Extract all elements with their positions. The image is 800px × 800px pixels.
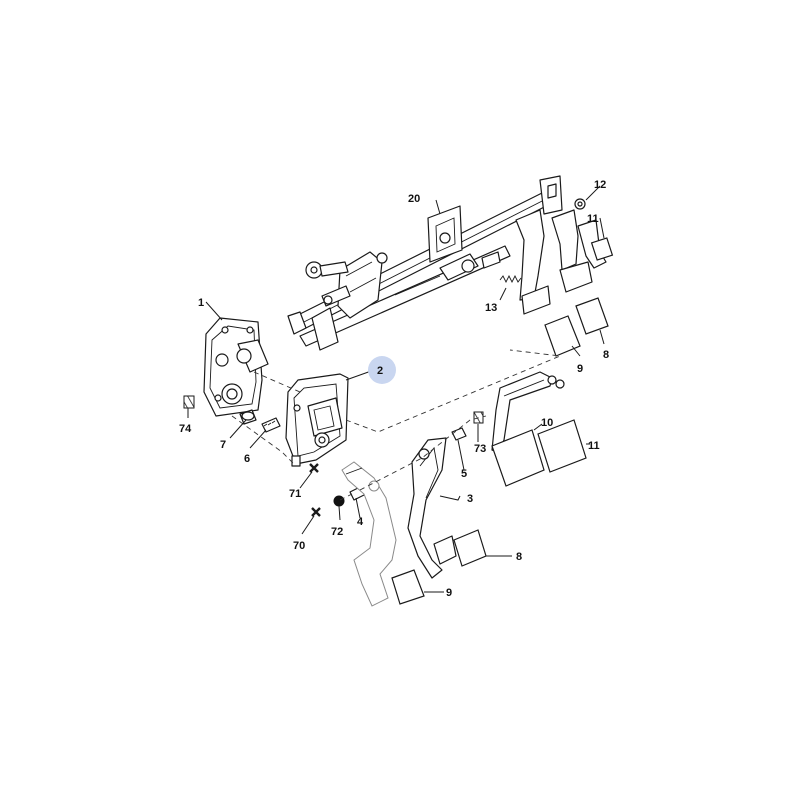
pedal-box-assembly — [287, 175, 614, 357]
callout-6[interactable]: 6 — [244, 453, 250, 465]
callout-2[interactable]: 2 — [377, 365, 383, 377]
callout-12[interactable]: 12 — [594, 179, 606, 191]
callout-71[interactable]: 71 — [289, 488, 301, 500]
callout-labels: 1 2 3 4 5 6 7 8 8 9 9 10 11 11 12 13 20 … — [179, 179, 609, 599]
callout-4[interactable]: 4 — [357, 516, 364, 528]
clutch-pedal-arm — [341, 461, 397, 607]
callout-73[interactable]: 73 — [474, 443, 486, 455]
callout-13[interactable]: 13 — [485, 302, 497, 314]
pedal-pads — [391, 419, 587, 605]
accelerator-pedal — [491, 371, 565, 453]
selected-callout-highlight — [368, 356, 396, 384]
callout-72[interactable]: 72 — [331, 526, 343, 538]
bracket-plate-2 — [285, 373, 349, 467]
callout-70[interactable]: 70 — [293, 540, 305, 552]
callout-8-lower[interactable]: 8 — [516, 551, 522, 563]
callout-11-upper[interactable]: 11 — [587, 213, 599, 225]
callout-3[interactable]: 3 — [467, 493, 473, 505]
pedal-bracket-plate — [203, 317, 269, 417]
callout-11-lower[interactable]: 11 — [588, 440, 600, 452]
callout-1[interactable]: 1 — [198, 297, 204, 309]
callout-9-upper[interactable]: 9 — [577, 363, 583, 375]
callout-9-lower[interactable]: 9 — [446, 587, 452, 599]
callout-74[interactable]: 74 — [179, 423, 192, 435]
callout-7[interactable]: 7 — [220, 439, 226, 451]
callout-8-upper[interactable]: 8 — [603, 349, 609, 361]
callout-20[interactable]: 20 — [408, 193, 420, 205]
callout-5[interactable]: 5 — [461, 468, 467, 480]
alignment-lines — [231, 349, 562, 501]
brake-pedal-arm — [407, 437, 457, 579]
callout-10[interactable]: 10 — [541, 417, 553, 429]
